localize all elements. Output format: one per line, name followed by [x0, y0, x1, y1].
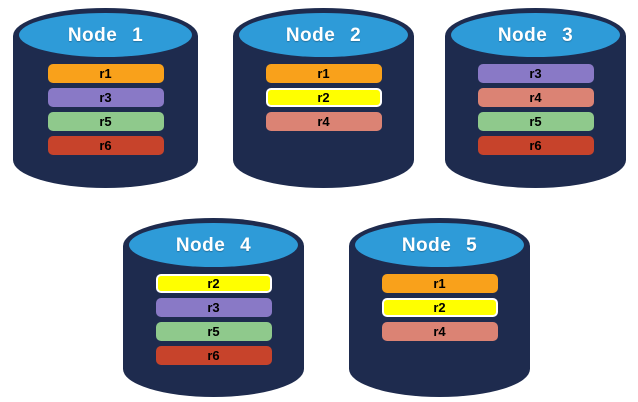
cylinder-top-ellipse: Node 2	[239, 13, 408, 57]
cylinder-top-ellipse: Node 5	[355, 223, 524, 267]
replica-bar-r1: r1	[381, 274, 498, 293]
db-node-cylinder: Node 4 r2 r3 r5 r6	[123, 218, 304, 397]
replica-list: r1 r2 r4	[233, 64, 414, 131]
node-title: Node 5	[401, 234, 478, 256]
node-title: Node 2	[285, 24, 362, 46]
replica-bar-r5: r5	[47, 112, 164, 131]
replica-bar-r3: r3	[47, 88, 164, 107]
replica-list: r1 r2 r4	[349, 274, 530, 341]
replica-bar-r6: r6	[477, 136, 594, 155]
replica-list: r3 r4 r5 r6	[445, 64, 626, 155]
db-node-cylinder: Node 3 r3 r4 r5 r6	[445, 8, 626, 188]
replica-bar-r1: r1	[265, 64, 382, 83]
replica-bar-r6: r6	[155, 346, 272, 365]
replica-bar-r2: r2	[265, 88, 382, 107]
replica-bar-r4: r4	[477, 88, 594, 107]
replica-bar-r1: r1	[47, 64, 164, 83]
node-title: Node 1	[67, 24, 144, 46]
replica-list: r2 r3 r5 r6	[123, 274, 304, 365]
replica-list: r1 r3 r5 r6	[13, 64, 198, 155]
cylinder-top-ellipse: Node 4	[129, 223, 298, 267]
replica-bar-r3: r3	[155, 298, 272, 317]
replica-bar-r6: r6	[47, 136, 164, 155]
replica-bar-r2: r2	[381, 298, 498, 317]
db-node-cylinder: Node 5 r1 r2 r4	[349, 218, 530, 397]
replica-bar-r4: r4	[381, 322, 498, 341]
db-node-cylinder: Node 2 r1 r2 r4	[233, 8, 414, 188]
cylinder-top-ellipse: Node 1	[19, 13, 192, 57]
node-title: Node 3	[497, 24, 574, 46]
replica-bar-r4: r4	[265, 112, 382, 131]
replica-bar-r3: r3	[477, 64, 594, 83]
replica-bar-r2: r2	[155, 274, 272, 293]
node-title: Node 4	[175, 234, 252, 256]
cylinder-top-ellipse: Node 3	[451, 13, 620, 57]
replica-bar-r5: r5	[477, 112, 594, 131]
replica-bar-r5: r5	[155, 322, 272, 341]
db-node-cylinder: Node 1 r1 r3 r5 r6	[13, 8, 198, 188]
